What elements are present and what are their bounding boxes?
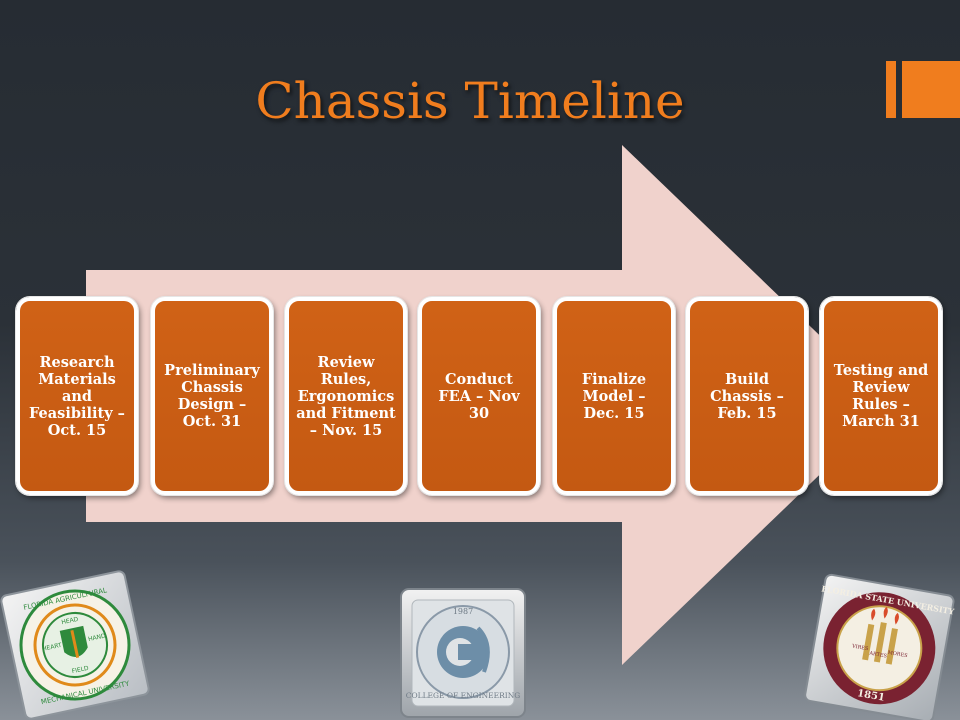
step-label: Build Chassis – Feb. 15 bbox=[710, 370, 784, 422]
fsu-year: 1851 bbox=[856, 688, 885, 704]
famu-word-hand: HAND bbox=[88, 632, 107, 643]
famu-word-heart: HEART bbox=[42, 642, 63, 653]
timeline-step: Research Materials and Feasibility – Oct… bbox=[16, 297, 138, 495]
fsu-seal-icon: VIRES ARTES MORES FLORIDA STATE UNIVERSI… bbox=[804, 573, 955, 720]
famu-word-field: FIELD bbox=[71, 665, 89, 675]
fsu-word-vires: VIRES bbox=[851, 643, 870, 652]
step-label: Conduct FEA – Nov 30 bbox=[438, 370, 520, 422]
timeline-step: Review Rules, Ergonomics and Fitment – N… bbox=[285, 297, 407, 495]
timeline-step: Conduct FEA – Nov 30 bbox=[418, 297, 540, 495]
fsu-word-artes: ARTES bbox=[868, 650, 888, 659]
famu-word-head: HEAD bbox=[61, 616, 79, 626]
fsu-word-mores: MORES bbox=[887, 650, 908, 659]
step-label: Research Materials and Feasibility – Oct… bbox=[29, 353, 125, 439]
timeline-step: Testing and Review Rules – March 31 bbox=[820, 297, 942, 495]
step-label: Preliminary Chassis Design – Oct. 31 bbox=[164, 362, 260, 430]
famu-seal-icon: FLORIDA AGRICULTURAL MECHANICAL UNIVERSI… bbox=[0, 570, 150, 720]
coe-text: COLLEGE OF ENGINEERING bbox=[406, 691, 521, 700]
accent-bar bbox=[886, 61, 896, 118]
slide-title: Chassis Timeline bbox=[255, 72, 685, 130]
coe-year: 1987 bbox=[453, 607, 473, 616]
college-of-engineering-seal-icon: 1987 COLLEGE OF ENGINEERING bbox=[400, 588, 526, 718]
timeline-step: Finalize Model – Dec. 15 bbox=[553, 297, 675, 495]
timeline-step: Build Chassis – Feb. 15 bbox=[686, 297, 808, 495]
timeline-step: Preliminary Chassis Design – Oct. 31 bbox=[151, 297, 273, 495]
accent-block bbox=[902, 61, 960, 118]
step-label: Testing and Review Rules – March 31 bbox=[833, 362, 929, 430]
step-label: Review Rules, Ergonomics and Fitment – N… bbox=[296, 353, 396, 439]
step-label: Finalize Model – Dec. 15 bbox=[581, 370, 647, 422]
